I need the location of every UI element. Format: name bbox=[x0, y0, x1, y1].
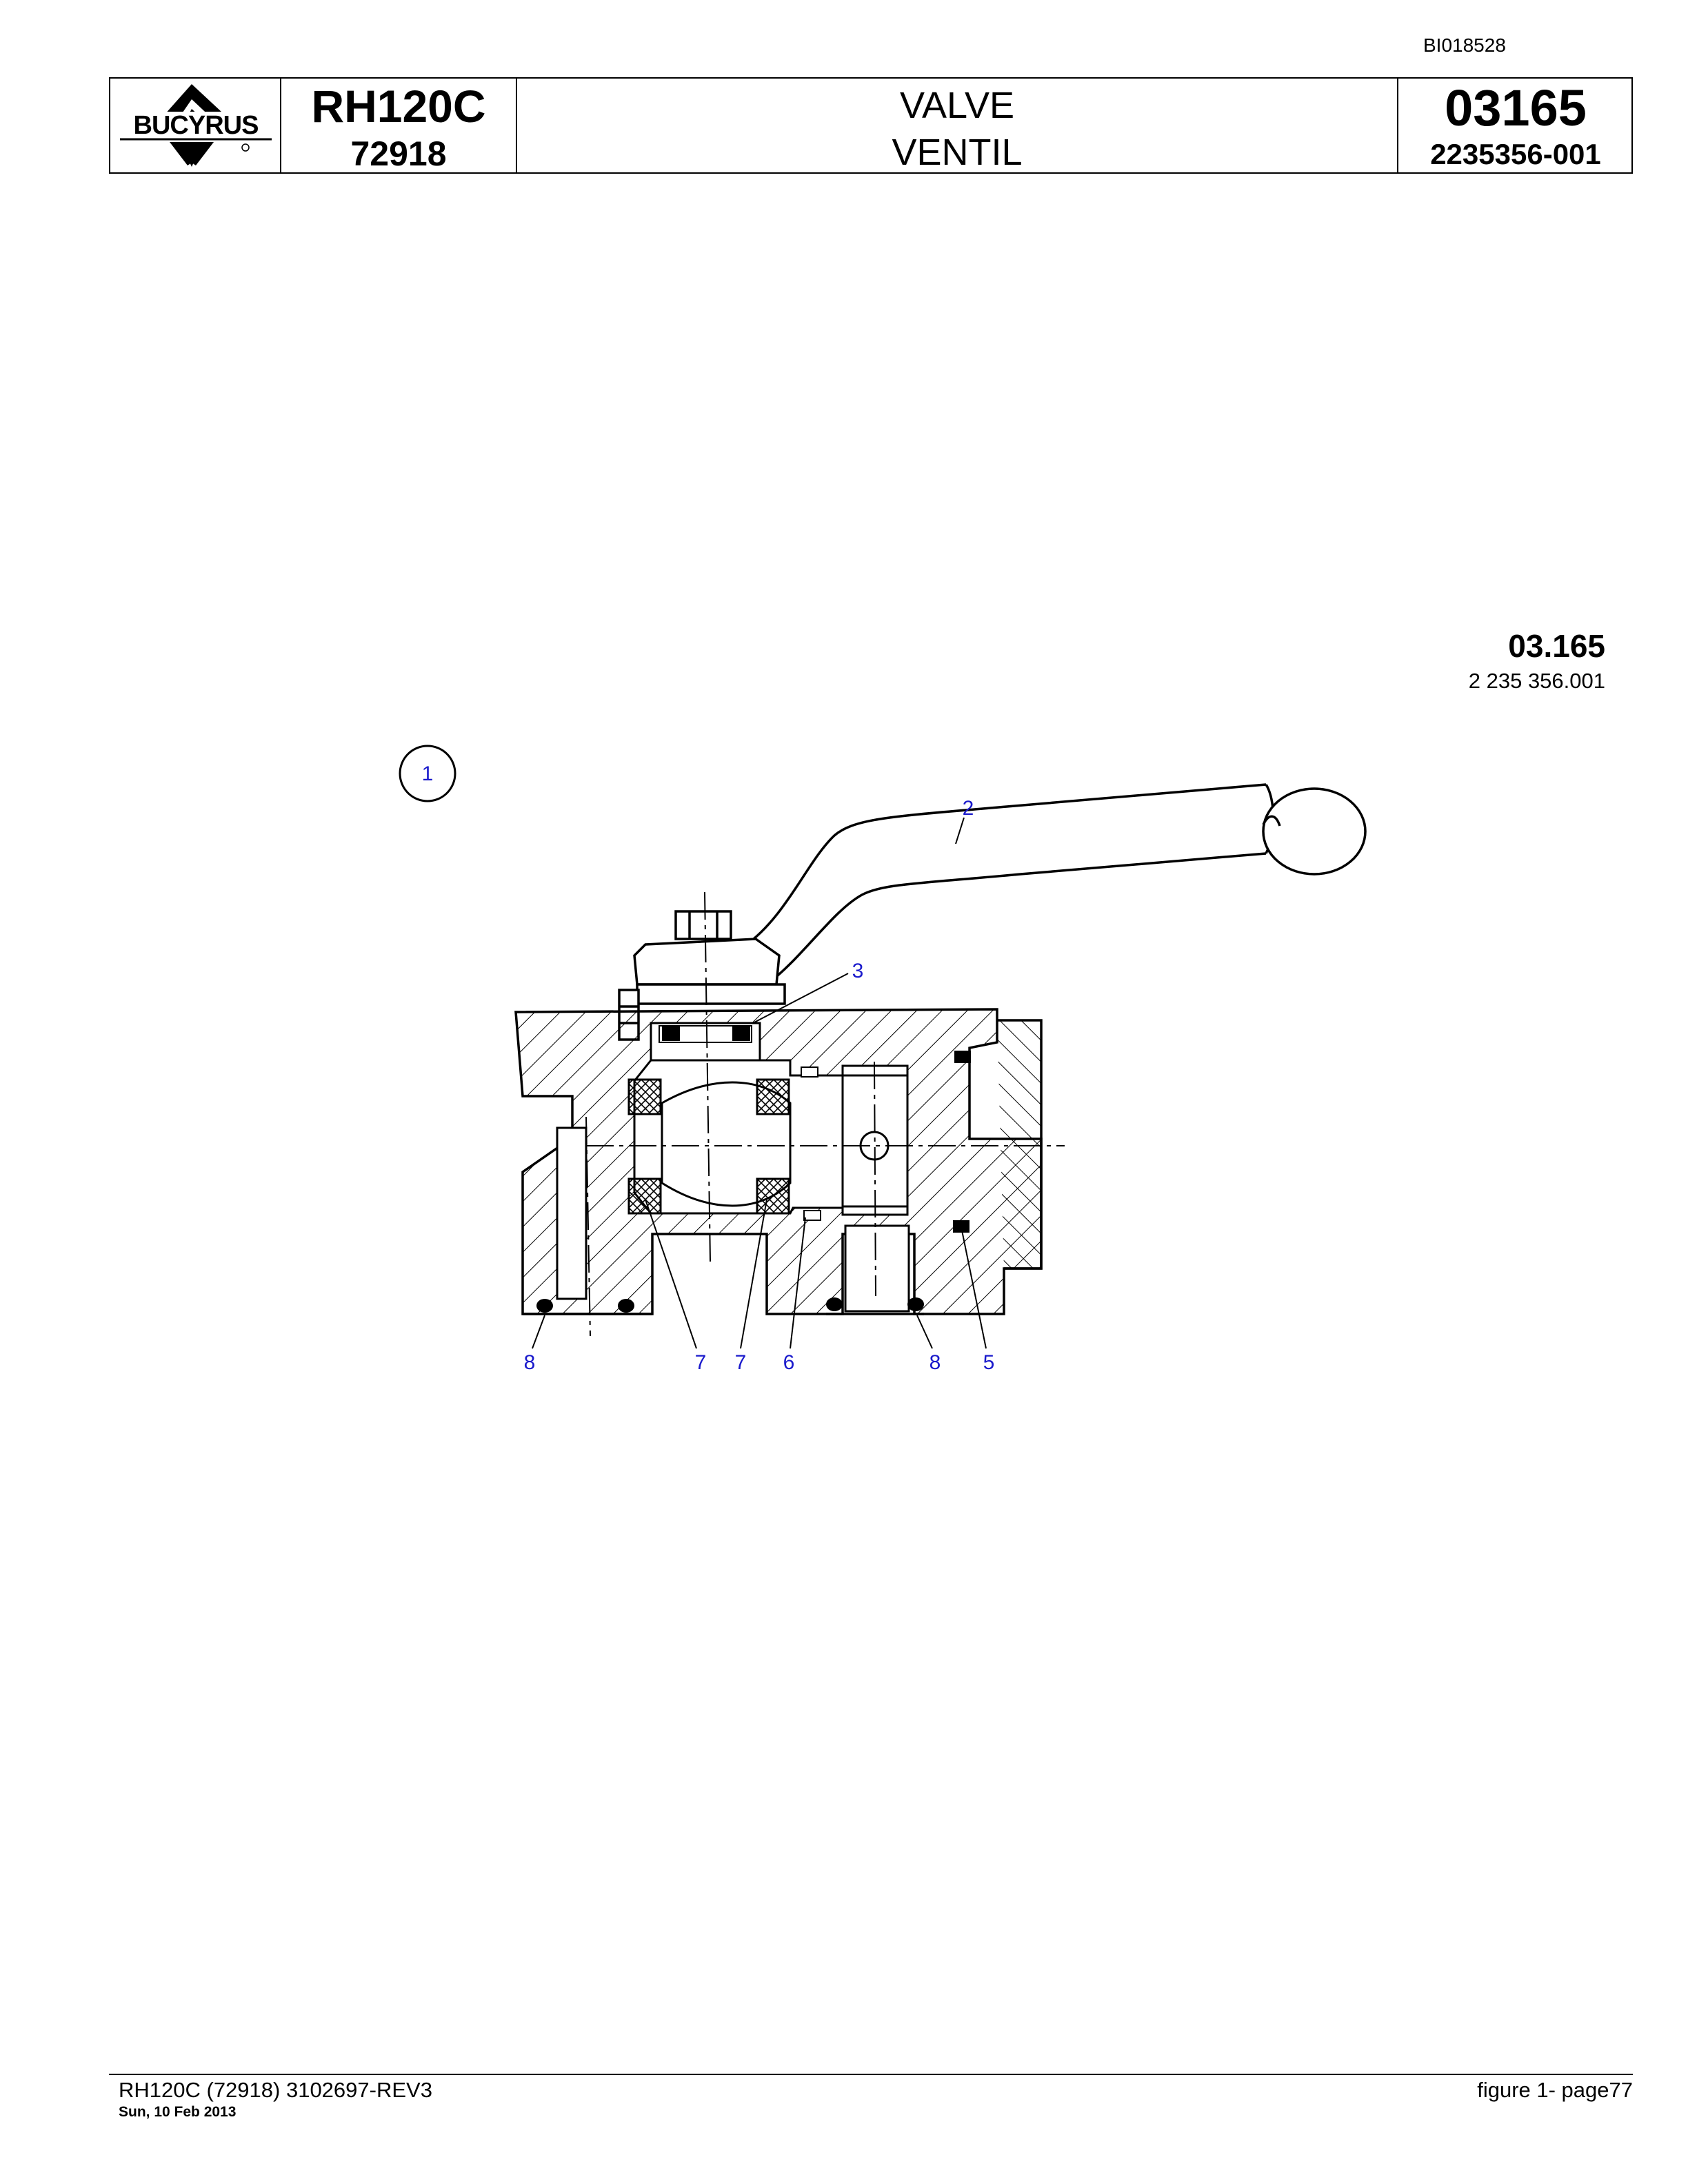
figure-part-number: 2 235 356.001 bbox=[1468, 669, 1605, 693]
callout-labels: 2 3 8 7 7 6 8 5 bbox=[524, 797, 995, 1374]
figure-code: 03.165 bbox=[1508, 628, 1605, 664]
center-lines bbox=[585, 891, 1065, 1337]
logo-text: BUCYRUS bbox=[134, 111, 259, 140]
footer-document-ref: RH120C (72918) 3102697-REV3 bbox=[119, 2078, 432, 2102]
model-serial: 72918 bbox=[350, 134, 447, 173]
title-english: VALVE bbox=[899, 85, 1015, 126]
callout-8-right: 8 bbox=[930, 1351, 941, 1374]
title-cell: VALVE VENTIL bbox=[517, 79, 1398, 173]
item-circle: 1 bbox=[399, 745, 456, 802]
leader-lines bbox=[532, 817, 987, 1349]
logo-cell: BUCYRUS bbox=[110, 79, 281, 172]
group-number: 03165 bbox=[1445, 79, 1587, 136]
document-id: BI018528 bbox=[1423, 34, 1506, 56]
footer-date: Sun, 10 Feb 2013 bbox=[119, 2104, 237, 2120]
callout-7-a: 7 bbox=[695, 1351, 707, 1374]
bucyrus-logo: BUCYRUS bbox=[120, 84, 272, 167]
footer-page-ref: figure 1- page77 bbox=[1477, 2078, 1633, 2102]
callout-6: 6 bbox=[783, 1351, 795, 1374]
valve-handle bbox=[743, 783, 1367, 980]
title-block: BUCYRUS RH120C 72918 VALVE VENTIL 03165 … bbox=[109, 77, 1633, 174]
callout-7-b: 7 bbox=[735, 1351, 747, 1374]
model-name: RH120C bbox=[311, 81, 486, 132]
footer-rule bbox=[109, 2074, 1633, 2075]
valve-body bbox=[514, 1008, 1043, 1315]
callout-3: 3 bbox=[852, 960, 864, 982]
part-number: 2235356-001 bbox=[1430, 138, 1601, 170]
number-cell: 03165 2235356-001 bbox=[1398, 79, 1633, 172]
item-number-1: 1 bbox=[422, 762, 434, 785]
callout-2: 2 bbox=[963, 797, 974, 820]
title-german: VENTIL bbox=[892, 132, 1023, 173]
model-cell: RH120C 72918 bbox=[281, 79, 517, 173]
callout-8-left: 8 bbox=[524, 1351, 536, 1374]
callout-5: 5 bbox=[983, 1351, 995, 1374]
